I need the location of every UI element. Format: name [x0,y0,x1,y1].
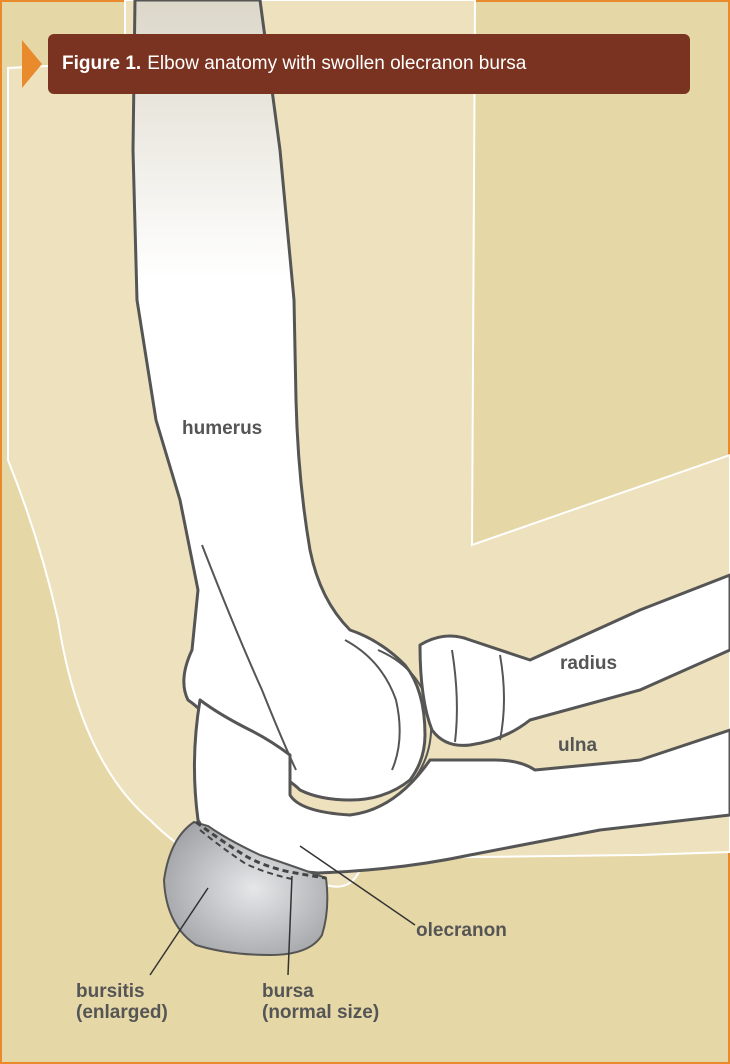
label-humerus: humerus [182,418,262,439]
label-olecranon: olecranon [416,920,507,941]
label-ulna: ulna [558,735,597,756]
label-bursitis-line1: bursitis [76,981,168,1002]
figure-title: Elbow anatomy with swollen olecranon bur… [147,53,526,75]
label-bursitis-line2: (enlarged) [76,1002,168,1023]
label-radius: radius [560,653,617,674]
label-bursa-line2: (normal size) [262,1002,379,1023]
label-bursitis: bursitis (enlarged) [76,981,168,1023]
figure-title-bar: Figure 1. Elbow anatomy with swollen ole… [48,34,690,94]
label-bursa-line1: bursa [262,981,379,1002]
figure-number: Figure 1. [62,53,141,75]
label-bursa: bursa (normal size) [262,981,379,1023]
